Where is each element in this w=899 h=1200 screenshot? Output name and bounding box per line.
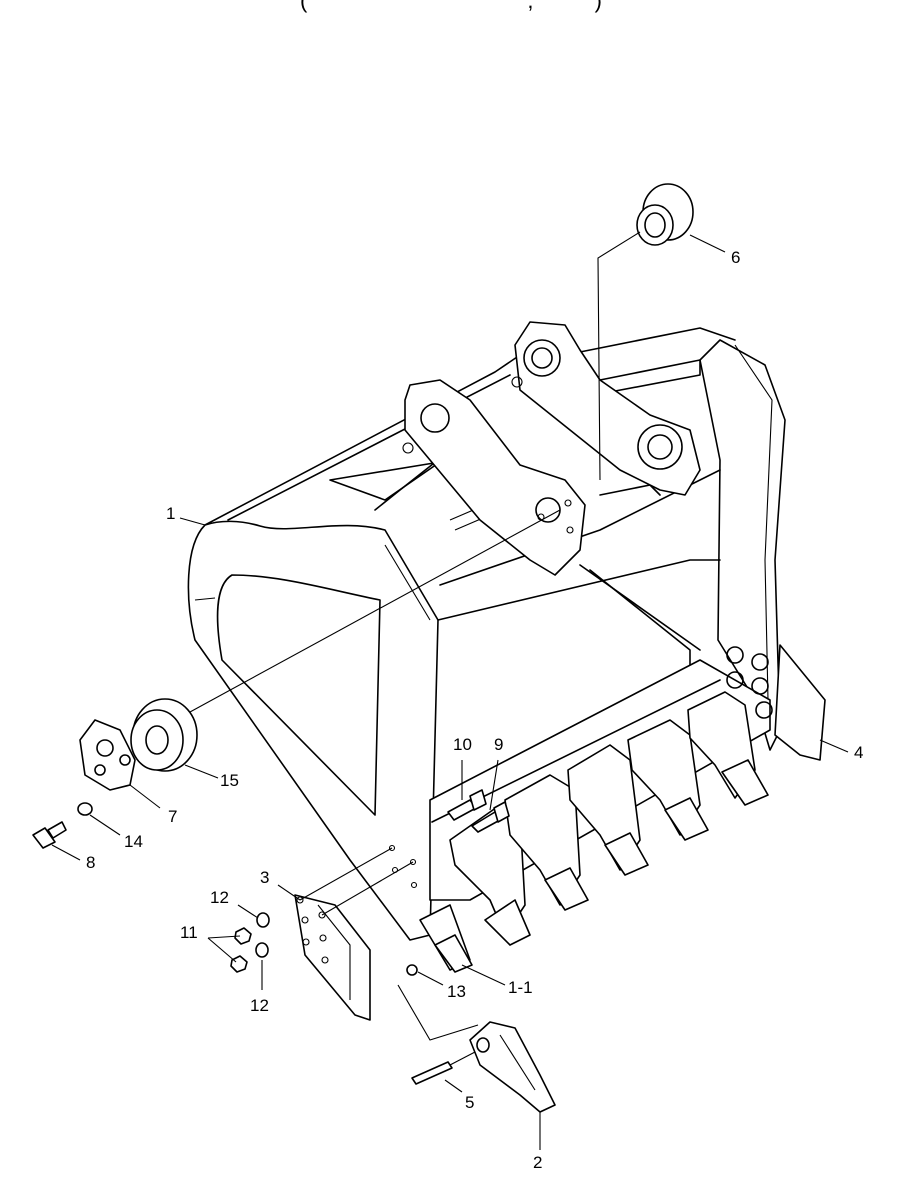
callout-9: 9 bbox=[494, 735, 503, 754]
side-cutter-part-3 bbox=[294, 847, 414, 1021]
callout-5: 5 bbox=[465, 1093, 474, 1112]
tooth-part-2 bbox=[469, 1021, 556, 1113]
callout-10: 10 bbox=[453, 735, 472, 754]
callout-14: 14 bbox=[124, 832, 143, 851]
callout-3: 3 bbox=[260, 868, 269, 887]
callouts: 1 1-1 2 3 4 5 6 7 8 9 10 11 12 12 13 14 … bbox=[86, 248, 863, 1172]
washer-part-12-upper bbox=[256, 912, 270, 928]
callout-15: 15 bbox=[220, 771, 239, 790]
callout-4: 4 bbox=[854, 743, 863, 762]
leader-lines bbox=[51, 234, 849, 1150]
nut-part-11-lower bbox=[230, 955, 248, 973]
boss-part-15 bbox=[130, 509, 561, 772]
bolt-part-10 bbox=[447, 789, 487, 821]
callout-13: 13 bbox=[447, 982, 466, 1001]
callout-12-lower: 12 bbox=[250, 996, 269, 1015]
callout-2: 2 bbox=[533, 1153, 542, 1172]
linkage-brackets bbox=[402, 321, 701, 576]
bolt-part-9 bbox=[471, 801, 510, 833]
pin-part-5 bbox=[411, 1051, 476, 1085]
ring-part-13 bbox=[397, 964, 479, 1041]
bushing-part-6 bbox=[597, 183, 694, 481]
callout-11: 11 bbox=[180, 923, 198, 942]
bolt-part-8 bbox=[32, 821, 67, 849]
washer-part-12-lower bbox=[255, 942, 269, 958]
callout-7: 7 bbox=[168, 807, 177, 826]
callout-6: 6 bbox=[731, 248, 740, 267]
bucket-teeth-row bbox=[419, 691, 769, 973]
header-fragment: ( , ) bbox=[300, 0, 602, 13]
washer-part-14 bbox=[77, 802, 93, 816]
callout-8: 8 bbox=[86, 853, 95, 872]
plate-part-7 bbox=[79, 719, 136, 791]
callout-12-upper: 12 bbox=[210, 888, 229, 907]
nut-part-11-upper bbox=[234, 927, 252, 945]
callout-1-1: 1-1 bbox=[508, 978, 533, 997]
callout-1: 1 bbox=[166, 504, 175, 523]
